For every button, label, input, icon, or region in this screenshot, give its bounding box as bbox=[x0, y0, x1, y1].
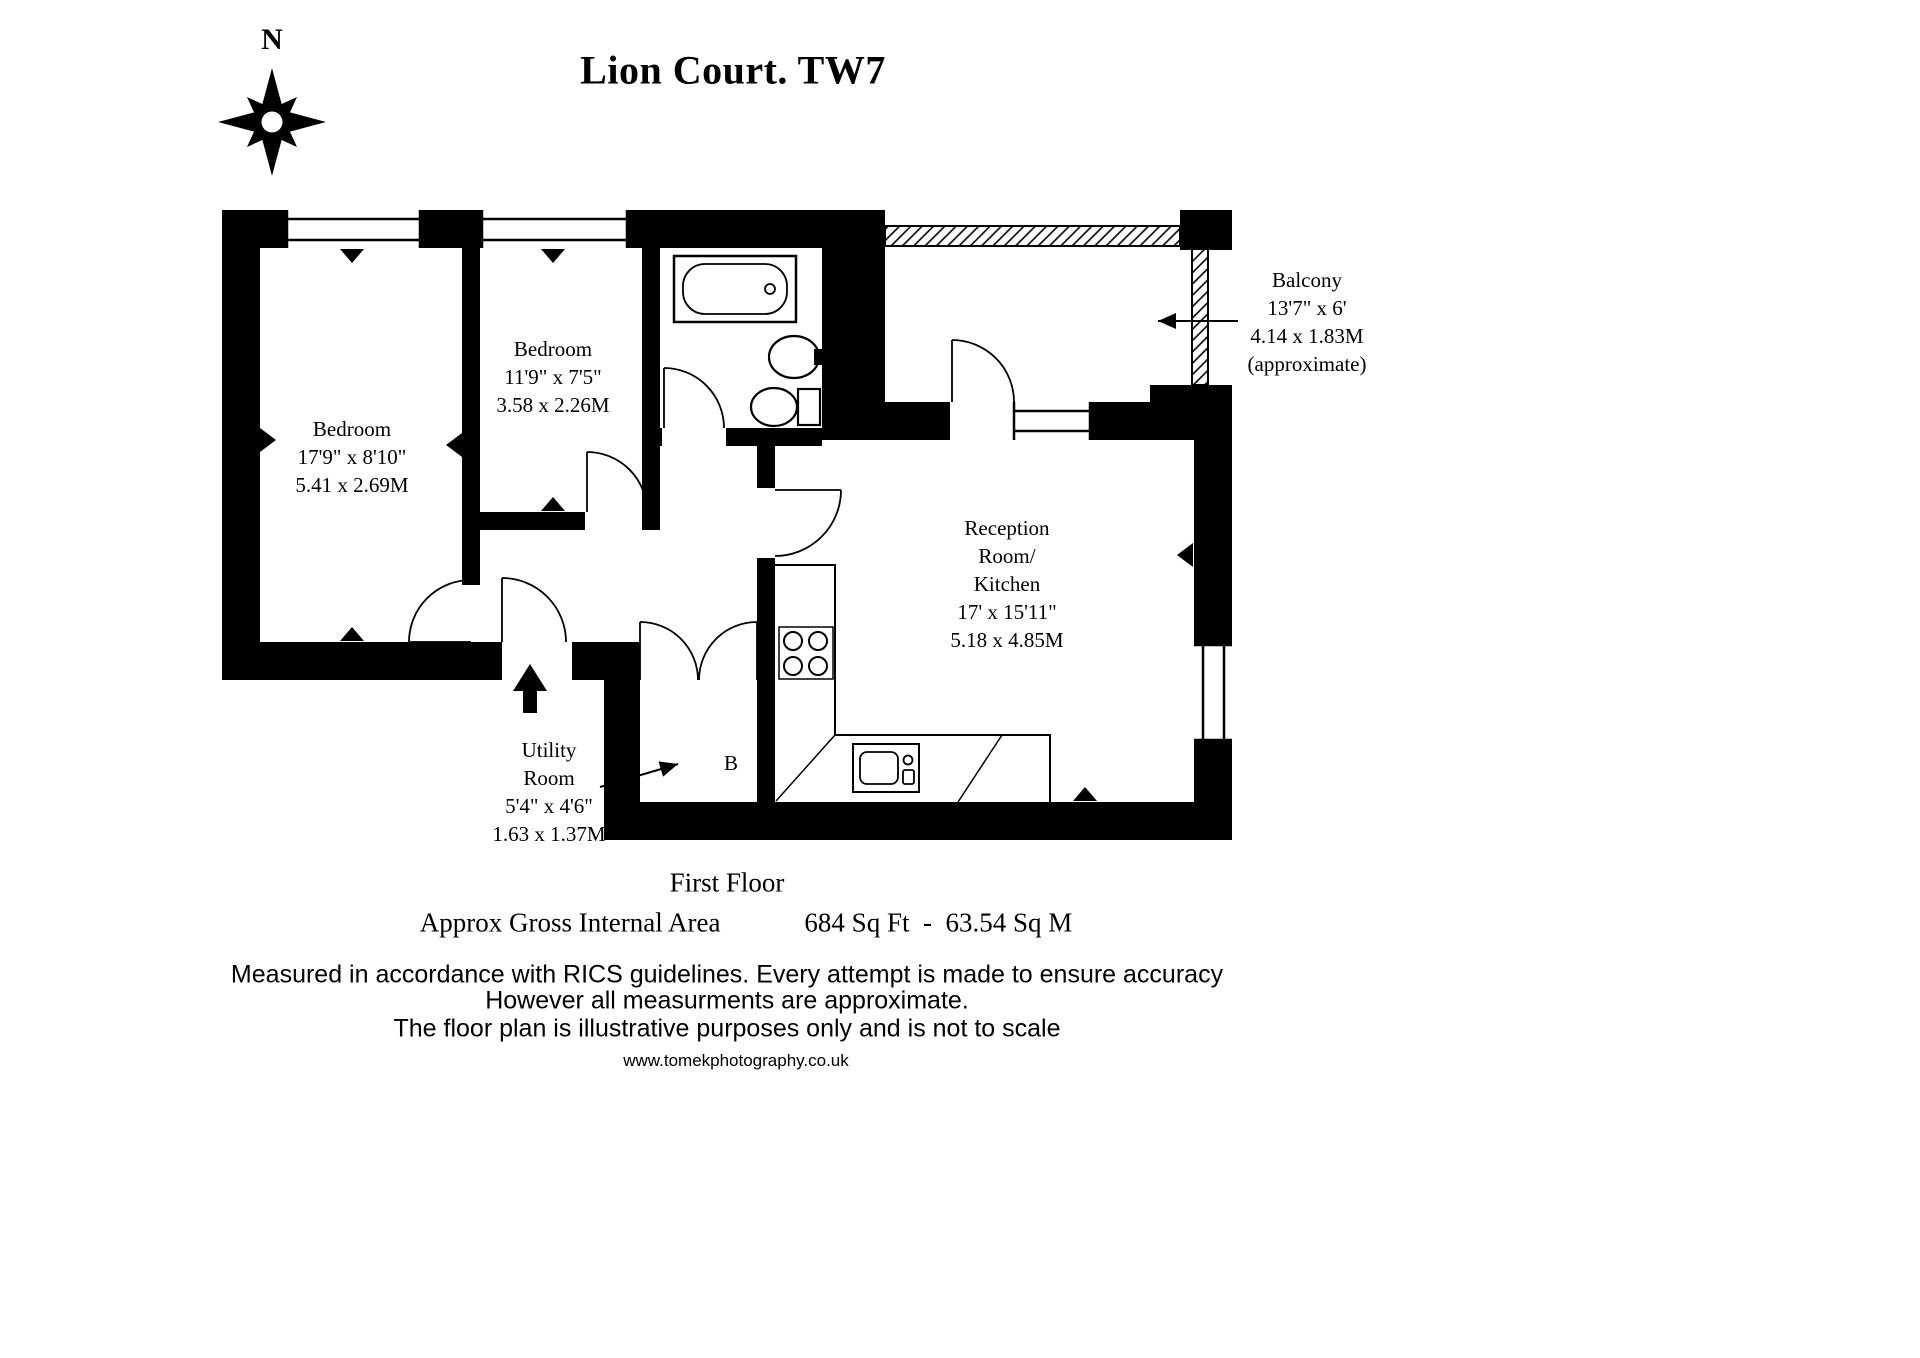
label-arrows bbox=[599, 313, 1238, 788]
marker-bedroom2-bottom bbox=[541, 497, 565, 511]
marker-bedroom1-left bbox=[260, 428, 276, 452]
door-entrance bbox=[501, 577, 567, 643]
room-label-bedroom-2: Bedroom 11'9" x 7'5" 3.58 x 2.26M bbox=[496, 335, 609, 419]
room-name: Bedroom bbox=[312, 417, 392, 441]
entrance-arrow-icon bbox=[513, 664, 547, 713]
door-utility-left bbox=[639, 621, 699, 681]
room-dims-metric: 1.63 x 1.37M bbox=[492, 822, 606, 846]
room-name: Balcony bbox=[1272, 268, 1342, 292]
measurement-markers bbox=[260, 249, 1193, 801]
room-label-utility: Utility Room 5'4" x 4'6" 1.63 x 1.37M bbox=[492, 736, 605, 848]
room-label-bedroom-1: Bedroom 17'9" x 8'10" 5.41 x 2.69M bbox=[295, 415, 408, 499]
marker-reception-bottom bbox=[1073, 787, 1097, 801]
room-name: Room/ bbox=[978, 544, 1036, 568]
toilet-icon bbox=[749, 386, 822, 428]
marker-bedroom2-window bbox=[541, 249, 565, 263]
windows bbox=[285, 210, 1232, 742]
door-reception bbox=[774, 489, 842, 557]
window-balcony-french bbox=[1012, 402, 1092, 440]
window-bedroom2 bbox=[480, 210, 629, 248]
marker-reception-right bbox=[1177, 543, 1193, 567]
room-name: Utility bbox=[521, 738, 577, 762]
website-url: www.tomekphotography.co.uk bbox=[623, 1051, 849, 1070]
utility-pointer-arrow bbox=[599, 761, 679, 788]
room-name: Kitchen bbox=[973, 572, 1041, 596]
compass-north-label: N bbox=[261, 23, 283, 56]
balcony-hatched-walls bbox=[884, 225, 1209, 386]
room-label-reception: Reception Room/ Kitchen 17' x 15'11" 5.1… bbox=[950, 514, 1063, 654]
door-bedroom2 bbox=[586, 451, 648, 513]
door-bedroom1 bbox=[408, 579, 472, 643]
room-dims-metric: 3.58 x 2.26M bbox=[496, 393, 610, 417]
kitchen-fixtures bbox=[775, 564, 1051, 803]
walls bbox=[222, 210, 1232, 840]
bathtub-icon bbox=[672, 254, 798, 324]
page-title: Lion Court. TW7 bbox=[580, 47, 886, 93]
marker-bedroom1-right bbox=[446, 433, 462, 457]
room-dims-note: (approximate) bbox=[1247, 352, 1367, 376]
disclaimer-line-1: Measured in accordance with RICS guideli… bbox=[230, 960, 1224, 989]
room-dims-imperial: 11'9" x 7'5" bbox=[504, 365, 602, 389]
marker-bedroom1-window bbox=[340, 249, 364, 263]
room-label-balcony: Balcony 13'7" x 6' 4.14 x 1.83M (approxi… bbox=[1248, 266, 1367, 378]
room-name: Room bbox=[523, 766, 575, 790]
compass-rose-icon bbox=[218, 68, 326, 176]
counter-corner-line bbox=[775, 734, 836, 802]
counter-divider-line bbox=[957, 734, 1003, 803]
area-value: 684 Sq Ft - 63.54 Sq M bbox=[804, 907, 1073, 938]
room-dims-metric: 5.41 x 2.69M bbox=[295, 473, 409, 497]
disclaimer-line-2: However all measurments are approximate. bbox=[485, 986, 969, 1015]
kitchen-sink-icon bbox=[852, 743, 920, 793]
window-reception bbox=[1194, 643, 1232, 742]
room-dims-imperial: 13'7" x 6' bbox=[1267, 296, 1347, 320]
disclaimer-line-3: The floor plan is illustrative purposes … bbox=[393, 1014, 1061, 1043]
floor-name: First Floor bbox=[669, 867, 785, 898]
area-summary: Approx Gross Internal Area 684 Sq Ft - 6… bbox=[420, 908, 1072, 939]
room-dims-metric: 4.14 x 1.83M bbox=[1250, 324, 1364, 348]
room-dims-metric: 5.18 x 4.85M bbox=[950, 628, 1064, 652]
marker-bedroom1-bottom bbox=[340, 627, 364, 641]
door-balcony bbox=[951, 339, 1015, 403]
bathroom-fixtures bbox=[672, 254, 822, 428]
door-arcs bbox=[408, 339, 1015, 681]
door-utility-right bbox=[698, 621, 758, 681]
room-dims-imperial: 5'4" x 4'6" bbox=[505, 794, 593, 818]
boiler-label: B bbox=[723, 751, 739, 775]
area-label: Approx Gross Internal Area bbox=[419, 907, 721, 938]
door-bathroom bbox=[663, 367, 725, 429]
stove-icon bbox=[778, 626, 834, 680]
room-name: Bedroom bbox=[513, 337, 593, 361]
room-name: Reception bbox=[964, 516, 1050, 540]
room-dims-imperial: 17' x 15'11" bbox=[957, 600, 1057, 624]
room-dims-imperial: 17'9" x 8'10" bbox=[297, 445, 407, 469]
basin-icon bbox=[767, 334, 822, 380]
window-bedroom1 bbox=[285, 210, 422, 248]
